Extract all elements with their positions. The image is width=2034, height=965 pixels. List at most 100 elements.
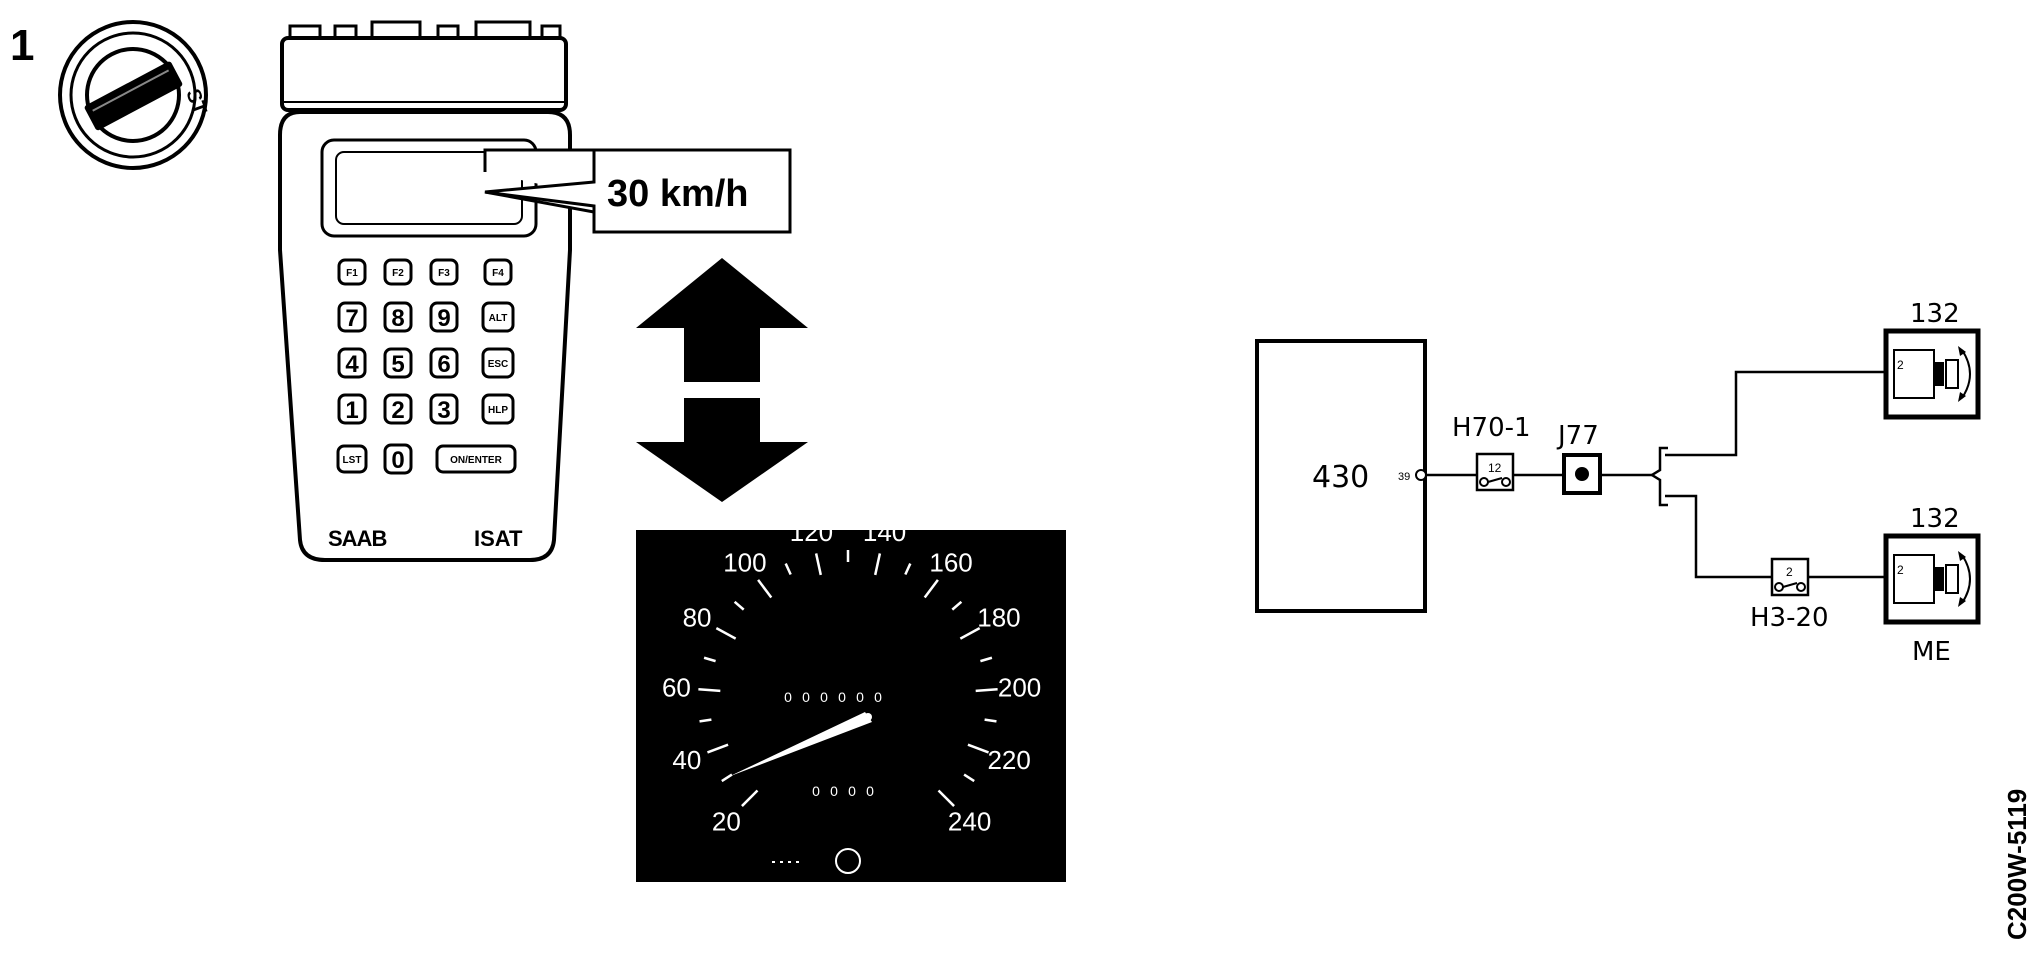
- trip-digit: 0: [848, 783, 856, 799]
- speedometer-label: 200: [998, 673, 1041, 703]
- tester-key-5[interactable]: 5: [383, 347, 413, 379]
- speedometer-label: 220: [987, 745, 1030, 775]
- trip-digit: 0: [830, 783, 838, 799]
- speedometer-tick: [814, 553, 823, 576]
- tester-key-4[interactable]: 4: [337, 347, 367, 379]
- tester-key-7[interactable]: 7: [337, 301, 367, 333]
- tester-key-lst[interactable]: LST: [336, 444, 368, 474]
- speedometer-tick: [721, 773, 733, 783]
- tester-key-9-label: 9: [437, 305, 450, 332]
- tester-key-8-label: 8: [391, 305, 404, 332]
- tester-key-9[interactable]: 9: [429, 301, 459, 333]
- wiring-diagram: [1255, 328, 1981, 625]
- speedometer-tick: [963, 773, 975, 783]
- tester-key-2[interactable]: 2: [383, 393, 413, 425]
- speedometer-tick: [904, 563, 912, 575]
- tester-key-f4[interactable]: F4: [483, 258, 513, 286]
- odometer-digit: 0: [856, 689, 864, 705]
- speedometer-tick: [923, 579, 939, 599]
- speedometer-lamp-icon: [772, 848, 861, 874]
- speedometer-tick: [937, 789, 955, 807]
- tester-key-hlp[interactable]: HLP: [481, 393, 515, 425]
- tester-key-0[interactable]: 0: [383, 443, 413, 475]
- speedometer-label: 240: [948, 807, 991, 837]
- tester-key-on-enter[interactable]: ON/ENTER: [435, 444, 517, 474]
- control-unit-pin: 39: [1398, 471, 1410, 483]
- tester-key-3-label: 3: [437, 397, 450, 424]
- speedometer-label: 180: [977, 603, 1020, 633]
- connector-b-pin: 2: [1786, 565, 1793, 579]
- odometer-digit: 0: [838, 689, 846, 705]
- tester-key-hlp-label: HLP: [488, 405, 508, 416]
- tester-readout: 30 km/h: [607, 173, 749, 215]
- control-unit-label: 430: [1312, 460, 1369, 495]
- speedometer-needle: [728, 712, 872, 777]
- tester-key-6-label: 6: [437, 351, 450, 378]
- readout-callout: [483, 148, 792, 234]
- tester-key-f1[interactable]: F1: [337, 258, 367, 286]
- speedometer-needle-hub: [864, 713, 872, 721]
- speedometer-label: 60: [662, 673, 691, 703]
- speedometer-tick: [975, 688, 998, 693]
- tester-key-alt-label: ALT: [489, 313, 508, 324]
- speedometer-tick: [980, 656, 993, 663]
- tester-key-on-enter-label: ON/ENTER: [450, 455, 502, 466]
- speedometer-tick: [984, 718, 997, 723]
- speedometer-label: 160: [929, 547, 972, 577]
- ignition-switch-icon: ST: [58, 20, 211, 170]
- tester-brand: SAAB: [328, 526, 386, 551]
- tester-key-f1-label: F1: [346, 268, 358, 279]
- connector-a-pin: 12: [1488, 461, 1502, 475]
- tester-key-6[interactable]: 6: [429, 347, 459, 379]
- tester-key-f2[interactable]: F2: [383, 258, 413, 286]
- speedometer-tick: [733, 600, 745, 611]
- component-lower-sublabel: ME: [1912, 637, 1951, 667]
- connector-b-label: H3-20: [1750, 603, 1829, 633]
- tester-key-8[interactable]: 8: [383, 301, 413, 333]
- trip-digit: 0: [812, 783, 820, 799]
- tester-key-f2-label: F2: [392, 268, 404, 279]
- junction-label: J77: [1556, 421, 1599, 451]
- trip-digit: 0: [866, 783, 874, 799]
- tester-key-f3-label: F3: [438, 268, 450, 279]
- speedometer-label: 20: [712, 807, 741, 837]
- tester-key-7-label: 7: [345, 305, 358, 332]
- odometer-digit: 0: [874, 689, 882, 705]
- speedometer-label: 140: [863, 517, 906, 547]
- speedometer-tick: [707, 743, 729, 754]
- speedometer-tick: [715, 627, 737, 640]
- tester-key-f3[interactable]: F3: [429, 258, 459, 286]
- speedometer-tick: [699, 718, 712, 723]
- tester-key-3[interactable]: 3: [429, 393, 459, 425]
- speedometer-tick: [698, 688, 721, 693]
- tester-key-f4-label: F4: [492, 268, 504, 279]
- speedometer-tick: [951, 600, 963, 611]
- tester-model: ISAT: [474, 526, 523, 551]
- down-arrow-icon: [636, 398, 808, 502]
- tester-key-2-label: 2: [391, 397, 404, 424]
- component-lower-label: 132: [1910, 504, 1960, 534]
- tester-key-1[interactable]: 1: [337, 393, 367, 425]
- speedometer-tick: [741, 789, 759, 807]
- tester-key-esc-label: ESC: [488, 359, 509, 370]
- speedometer-label: 100: [723, 547, 766, 577]
- tester-key-esc[interactable]: ESC: [481, 347, 515, 379]
- tester-key-1-label: 1: [345, 397, 358, 424]
- up-arrow-icon: [636, 258, 808, 382]
- speedometer-tick: [757, 579, 773, 599]
- isat-tester: [278, 20, 572, 562]
- connector-a-label: H70-1: [1452, 413, 1531, 443]
- speedometer-tick: [873, 553, 882, 576]
- speedometer-tick: [784, 563, 792, 575]
- odometer-digit: 0: [784, 689, 792, 705]
- component-upper-pin: 2: [1897, 358, 1904, 372]
- component-lower-pin: 2: [1897, 563, 1904, 577]
- speedometer-label: 40: [672, 745, 701, 775]
- tester-key-alt[interactable]: ALT: [481, 301, 515, 333]
- step-number: 1: [10, 21, 34, 70]
- figure-code: C200W-5119: [2002, 789, 2032, 940]
- odometer-digit: 0: [802, 689, 810, 705]
